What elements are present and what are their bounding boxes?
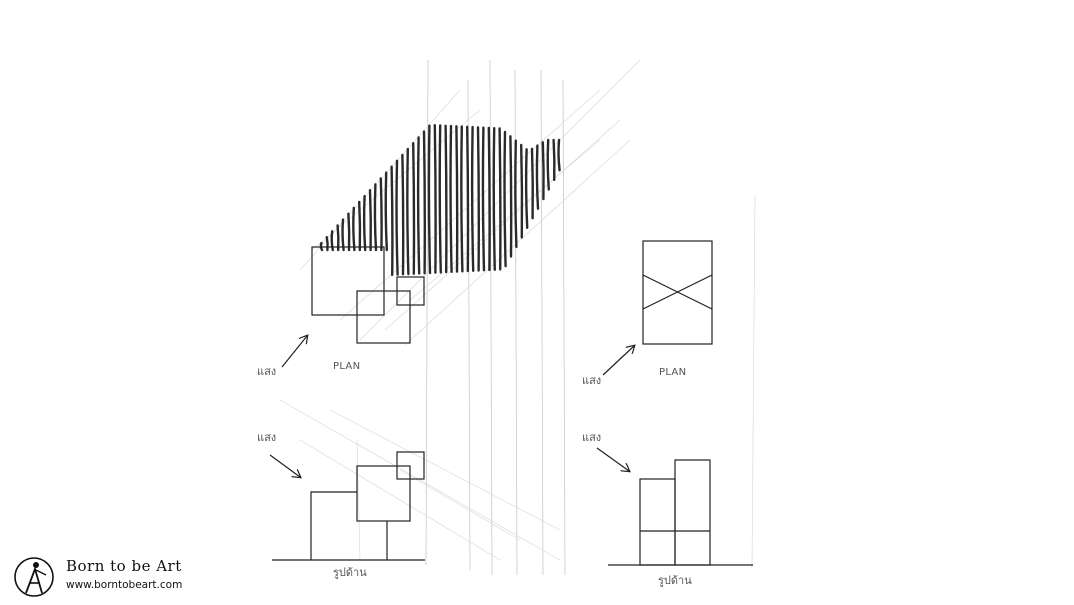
elevation-left-drawing xyxy=(272,451,425,561)
hatch-stroke xyxy=(481,126,486,272)
hatch-stroke xyxy=(514,139,518,249)
light-label-elevation-left: แสง xyxy=(257,431,276,444)
hatch-stroke xyxy=(427,124,432,275)
hatch-stroke xyxy=(347,212,351,252)
hatch-stroke xyxy=(455,125,459,273)
hatch-stroke xyxy=(524,148,529,230)
hatch-stroke xyxy=(552,138,556,182)
hatch-stroke xyxy=(384,171,388,252)
hatch-stroke xyxy=(373,183,378,252)
hatch-stroke xyxy=(341,218,345,252)
plan-label-left: PLAN xyxy=(333,361,360,372)
vertical-guides xyxy=(356,59,756,576)
hatch-stroke xyxy=(509,135,513,258)
hatch-stroke xyxy=(358,200,362,252)
hatch-stroke xyxy=(401,153,405,276)
plan-light-rays xyxy=(299,59,641,346)
brand-logo: Born to be Art www.borntobeart.com xyxy=(12,553,212,599)
hatch-stroke xyxy=(406,147,410,276)
hatch-stroke xyxy=(530,147,534,220)
hatch-stroke xyxy=(422,130,426,275)
hatch-stroke xyxy=(487,126,491,272)
hatch-stroke xyxy=(503,130,507,268)
hatch-stroke xyxy=(362,194,367,252)
hatch-stroke xyxy=(460,125,464,273)
hatch-stroke xyxy=(546,138,550,191)
hatch-stroke xyxy=(541,141,545,201)
hatch-stroke xyxy=(390,165,394,277)
hatch-stroke xyxy=(336,224,340,252)
elevation-label-right: รูปด้าน xyxy=(658,574,692,587)
light-label-plan-right: แสง xyxy=(582,374,601,387)
hatch-stroke xyxy=(395,159,399,276)
hatch-stroke xyxy=(498,127,502,271)
hatch-stroke xyxy=(466,125,470,273)
light-label-elevation-right: แสง xyxy=(582,431,601,444)
elevation-label-left: รูปด้าน xyxy=(333,566,367,579)
hatch-stroke xyxy=(535,144,540,210)
plan-left-drawing xyxy=(311,246,425,344)
plan-right-drawing xyxy=(642,240,713,345)
light-arrows xyxy=(269,336,634,477)
brand-url[interactable]: www.borntobeart.com xyxy=(66,579,183,591)
elevation-right-drawing xyxy=(608,459,753,566)
plan-label-right: PLAN xyxy=(659,367,686,378)
hatch-stroke xyxy=(557,138,561,172)
hatch-stroke xyxy=(433,124,437,274)
light-label-plan-left: แสง xyxy=(257,365,276,378)
hatch-stroke xyxy=(444,124,448,274)
hatch-stroke xyxy=(438,124,442,274)
plan-shadow-hatch xyxy=(319,124,561,277)
hatch-stroke xyxy=(330,230,334,252)
hatch-stroke xyxy=(379,177,383,252)
elevation-light-rays xyxy=(279,399,561,561)
hatch-stroke xyxy=(352,206,356,252)
hatch-stroke xyxy=(476,126,480,272)
hatch-stroke xyxy=(412,142,416,275)
hatch-stroke xyxy=(520,143,524,239)
hatch-stroke xyxy=(470,125,475,272)
hatch-stroke xyxy=(492,127,496,271)
hatch-stroke xyxy=(449,124,453,274)
hatch-stroke xyxy=(416,136,421,275)
artist-figure-icon xyxy=(14,557,54,597)
hatch-stroke xyxy=(368,189,372,252)
hatch-stroke xyxy=(325,235,329,252)
brand-title: Born to be Art xyxy=(66,557,182,575)
